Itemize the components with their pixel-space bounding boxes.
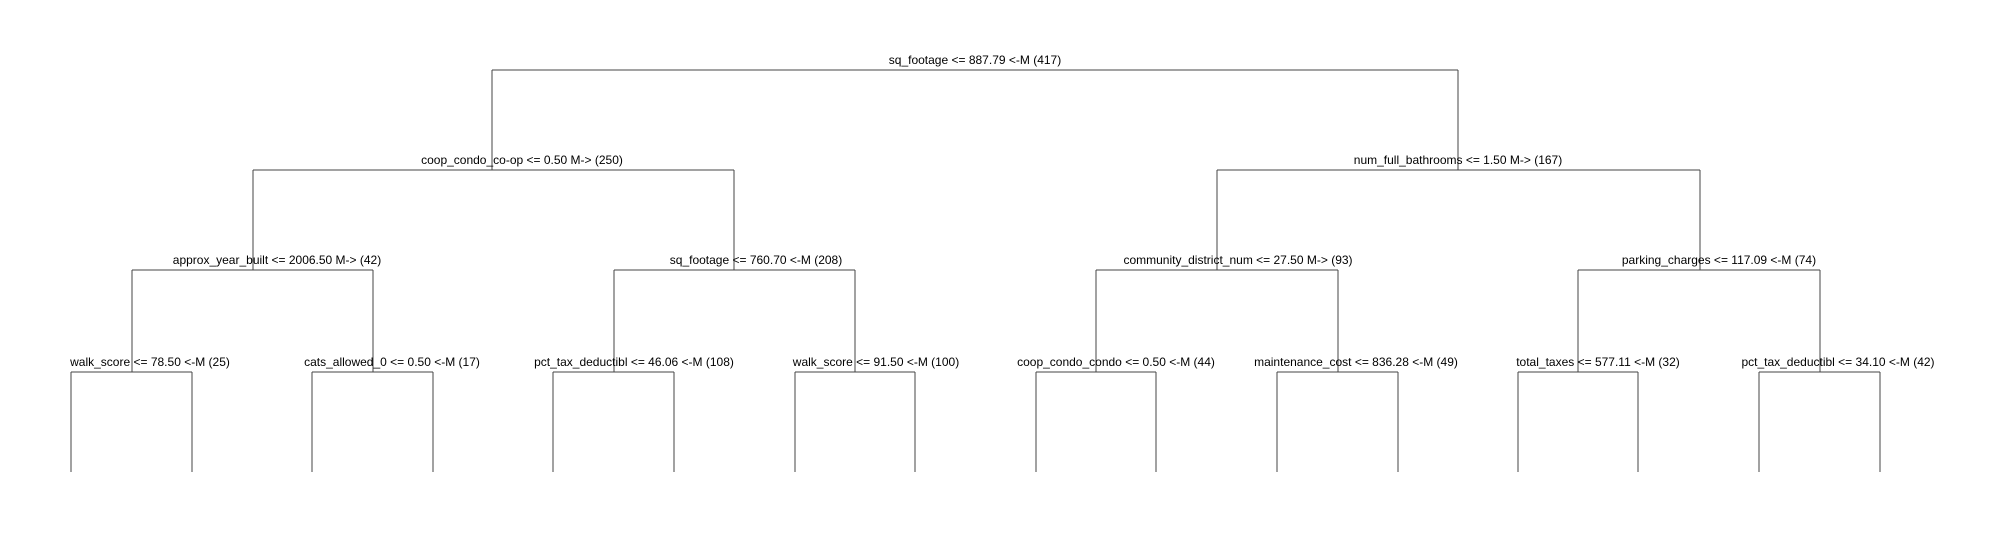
node-label-n1: coop_condo_co-op <= 0.50 M-> (250) xyxy=(421,153,623,167)
node-label-l6: maintenance_cost <= 836.28 <-M (49) xyxy=(1254,355,1458,369)
node-label-n2a: community_district_num <= 27.50 M-> (93) xyxy=(1123,253,1352,267)
tree-labels: sq_footage <= 887.79 <-M (417) coop_condo… xyxy=(69,53,1934,369)
node-label-l7: total_taxes <= 577.11 <-M (32) xyxy=(1516,355,1680,369)
node-label-root: sq_footage <= 887.79 <-M (417) xyxy=(889,53,1061,67)
tree-edges xyxy=(70,69,1881,472)
node-label-n2: num_full_bathrooms <= 1.50 M-> (167) xyxy=(1354,153,1562,167)
node-label-l1: walk_score <= 78.50 <-M (25) xyxy=(69,355,230,369)
node-label-l5: coop_condo_condo <= 0.50 <-M (44) xyxy=(1017,355,1215,369)
node-label-l4: walk_score <= 91.50 <-M (100) xyxy=(792,355,959,369)
node-label-n1a: approx_year_built <= 2006.50 M-> (42) xyxy=(173,253,381,267)
node-label-l3: pct_tax_deductibl <= 46.06 <-M (108) xyxy=(534,355,734,369)
node-label-n1b: sq_footage <= 760.70 <-M (208) xyxy=(670,253,842,267)
node-label-l8: pct_tax_deductibl <= 34.10 <-M (42) xyxy=(1741,355,1934,369)
node-label-l2: cats_allowed_0 <= 0.50 <-M (17) xyxy=(304,355,480,369)
node-label-n2b: parking_charges <= 117.09 <-M (74) xyxy=(1622,253,1816,267)
